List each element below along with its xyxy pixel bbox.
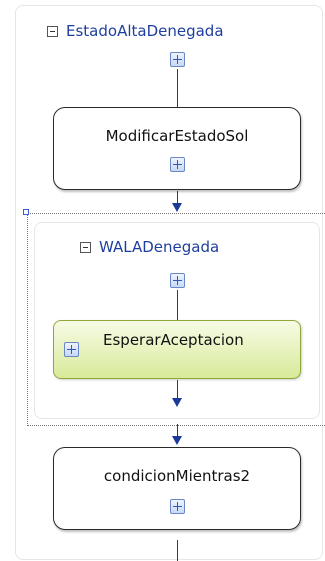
connector-line [177,424,178,438]
activity-icon [64,342,79,357]
activity-label: ModificarEstadoSol [105,127,249,145]
arrow-down-icon [172,203,182,212]
expand-icon[interactable] [170,157,185,172]
selection-region [27,213,325,426]
outer-sequence-header[interactable]: EstadoAltaDenegada [47,22,224,40]
arrow-down-icon [172,398,182,407]
activity-condicion-mientras2[interactable]: condicionMientras2 [53,447,301,530]
selection-handle[interactable] [23,209,29,215]
activity-label: condicionMientras2 [103,467,251,485]
expand-icon[interactable] [170,52,185,67]
connector-line [177,290,178,320]
collapse-icon[interactable] [47,25,58,37]
expand-icon[interactable] [170,499,185,514]
connector-line [177,540,178,561]
expand-icon[interactable] [170,273,185,288]
outer-sequence-title: EstadoAltaDenegada [66,22,224,40]
arrow-down-icon [172,436,182,445]
collapse-icon[interactable] [80,241,91,253]
activity-label: EsperarAceptacion [103,331,244,349]
inner-sequence-title: WALADenegada [99,238,220,256]
connector-line [177,69,178,107]
inner-sequence-header[interactable]: WALADenegada [80,238,219,256]
activity-modificar-estado-sol[interactable]: ModificarEstadoSol [53,107,301,190]
activity-esperar-aceptacion[interactable]: EsperarAceptacion [53,320,301,379]
connector-line [177,191,178,205]
connector-line [177,380,178,400]
